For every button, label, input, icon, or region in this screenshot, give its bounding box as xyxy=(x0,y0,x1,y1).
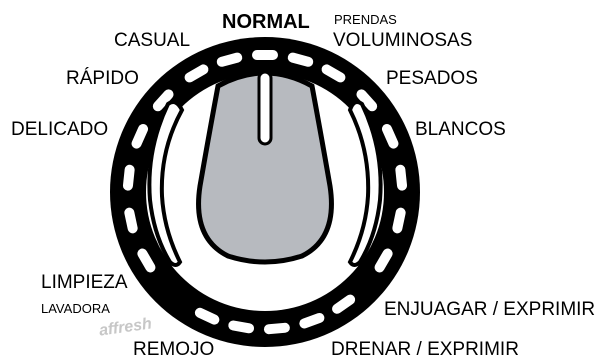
dial-slot xyxy=(194,307,220,325)
cycle-label-delicado[interactable]: DELICADO xyxy=(11,119,109,140)
dial-slot xyxy=(137,248,156,273)
dial-slot xyxy=(122,164,135,191)
dial-slot xyxy=(299,312,325,329)
cycle-label-blancos[interactable]: BLANCOS xyxy=(415,119,506,140)
cycle-label-pesados[interactable]: PESADOS xyxy=(386,68,478,89)
cycle-label-voluminosas[interactable]: VOLUMINOSAS xyxy=(333,30,473,51)
dial-slot xyxy=(332,294,356,314)
cycle-label-limpieza[interactable]: LIMPIEZA xyxy=(41,272,128,293)
dial-slot xyxy=(381,123,399,149)
cycle-label-drenar-exprimir[interactable]: DRENAR / EXPRIMIR xyxy=(331,339,519,360)
cycle-label-casual[interactable]: CASUAL xyxy=(114,30,191,51)
dial-slot xyxy=(263,322,290,335)
dial-slot xyxy=(287,52,314,67)
dial-slot xyxy=(124,207,138,234)
cycle-label-normal[interactable]: NORMAL xyxy=(222,11,310,33)
dial-slot xyxy=(228,320,255,334)
dial-slot xyxy=(252,50,278,60)
dial-slot xyxy=(152,89,174,112)
dial-slot xyxy=(321,64,346,83)
cycle-label-remojo[interactable]: REMOJO xyxy=(133,339,215,360)
dial-position-slots xyxy=(122,50,408,335)
dial-knob-pointer xyxy=(257,70,273,146)
cycle-label-prendas[interactable]: PRENDAS xyxy=(334,12,397,27)
dial-slot xyxy=(395,164,408,191)
dial-left-guard xyxy=(147,100,185,267)
dial-slot xyxy=(131,123,149,149)
cycle-label-lavadora[interactable]: LAVADORA xyxy=(41,301,110,316)
dial-slot xyxy=(216,52,243,67)
dial-slot xyxy=(184,64,209,83)
dial-slot xyxy=(374,248,393,273)
dial-knob[interactable] xyxy=(196,70,334,265)
dial-slot xyxy=(392,207,406,234)
dial-slot xyxy=(356,89,378,112)
cycle-label-rapido[interactable]: RÁPIDO xyxy=(66,68,139,89)
dial-right-guard xyxy=(347,100,383,267)
cycle-label-enjuagar-exprimir[interactable]: ENJUAGAR / EXPRIMIR xyxy=(384,299,596,320)
